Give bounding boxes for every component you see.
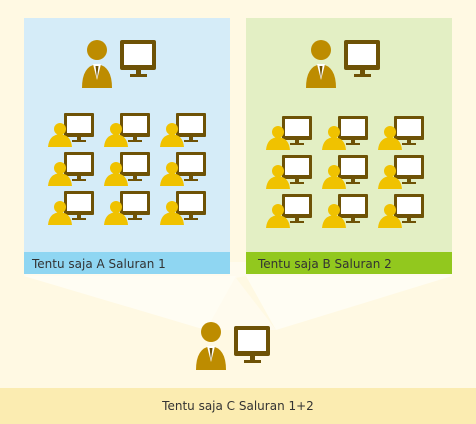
panel-b-label-bar bbox=[246, 252, 452, 274]
student-grid-a bbox=[48, 113, 206, 225]
panel-a-label: Tentu saja A Saluran 1 bbox=[31, 257, 166, 271]
projection-beam-left bbox=[24, 276, 236, 330]
panel-a: Tentu saja A Saluran 1 bbox=[24, 18, 230, 274]
panel-c-label-bar bbox=[0, 388, 476, 424]
panel-c-label: Tentu saja C Saluran 1+2 bbox=[161, 399, 314, 413]
projection-beam-right bbox=[246, 276, 452, 330]
panel-b-label: Tentu saja B Saluran 2 bbox=[257, 257, 392, 271]
student-grid-b bbox=[266, 116, 424, 228]
panel-b: Tentu saja B Saluran 2 bbox=[246, 18, 452, 274]
panel-a-label-bar bbox=[24, 252, 230, 274]
panel-c: Tentu saja C Saluran 1+2 bbox=[0, 388, 476, 424]
